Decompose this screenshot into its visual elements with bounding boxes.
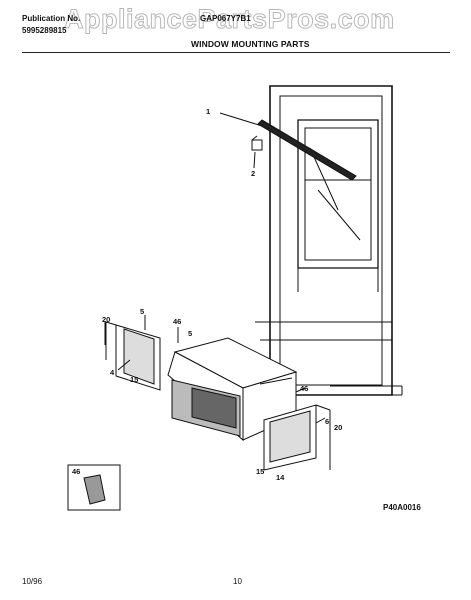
callout-46c: 46 bbox=[72, 467, 81, 476]
callout-4: 4 bbox=[110, 368, 115, 377]
left-curtain bbox=[105, 321, 161, 391]
watermark: AppliancePartsPros.com bbox=[64, 4, 395, 35]
publication-label: Publication No. bbox=[22, 14, 81, 23]
detail-inset bbox=[67, 464, 121, 511]
callout-20b: 20 bbox=[334, 423, 343, 432]
callout-2: 2 bbox=[251, 169, 256, 178]
figure-code: P40A0016 bbox=[383, 503, 421, 512]
callout-1: 1 bbox=[206, 107, 211, 116]
top-mounting-rail bbox=[257, 119, 357, 181]
window-frame bbox=[255, 85, 403, 396]
callout-5a: 5 bbox=[140, 307, 145, 316]
publication-number: 5995289815 bbox=[22, 26, 67, 35]
corner-bracket bbox=[251, 135, 263, 151]
callout-46b: 46 bbox=[300, 384, 309, 393]
footer-date: 10/96 bbox=[22, 577, 43, 586]
callout-15b: 15 bbox=[256, 467, 265, 476]
page-number: 10 bbox=[233, 577, 242, 586]
section-title: WINDOW MOUNTING PARTS bbox=[191, 39, 310, 49]
callout-15a: 15 bbox=[130, 375, 139, 384]
model-number: GAP067Y7B1 bbox=[200, 14, 251, 23]
right-curtain bbox=[263, 404, 331, 471]
callout-6: 6 bbox=[325, 417, 330, 426]
air-conditioner-unit bbox=[167, 337, 298, 442]
callout-20a: 20 bbox=[102, 315, 111, 324]
callout-14: 14 bbox=[276, 473, 285, 482]
callout-5b: 5 bbox=[188, 329, 193, 338]
callout-46a: 46 bbox=[173, 317, 182, 326]
header-rule bbox=[22, 52, 450, 53]
